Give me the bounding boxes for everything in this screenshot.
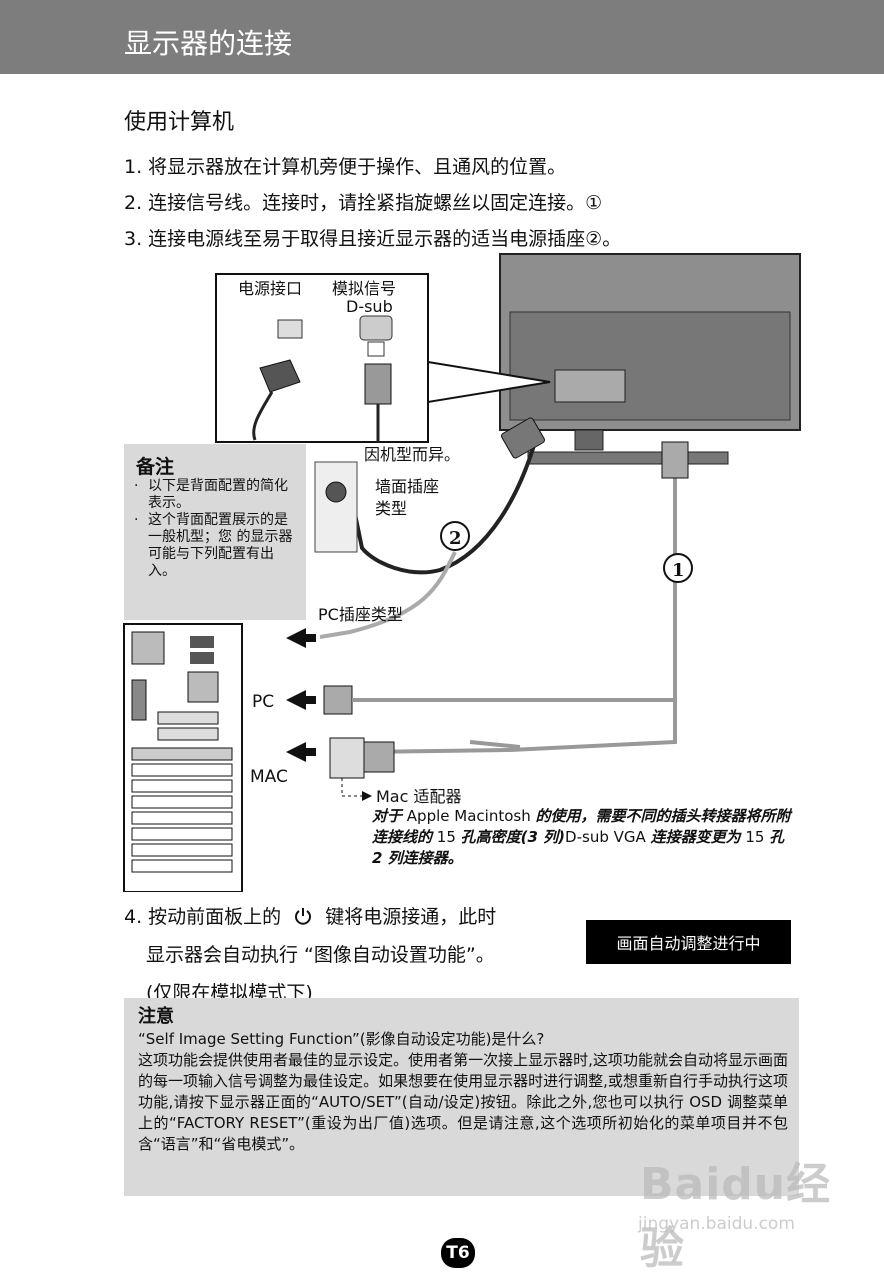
- adapter-note-text: Apple Macintosh: [406, 807, 531, 825]
- watermark-url: jingyan.baidu.com: [638, 1214, 795, 1234]
- wall-outlet: [314, 461, 358, 553]
- notice-box: 注意 “Self Image Setting Function”(影像自动设定功…: [124, 998, 799, 1196]
- wall-outlet-label-1: 墙面插座: [375, 477, 439, 496]
- signal-cable: [359, 452, 677, 754]
- varies-label: 因机型而异。: [364, 445, 460, 464]
- connection-diagram: 电源接口 模拟信号 D-sub 因机型而异。 墙面插座 类型 2 1 PC插座类…: [123, 253, 801, 892]
- step-4-line-1: 4. 按动前面板上的 键将电源接通，此时: [124, 898, 496, 936]
- page-header: 显示器的连接: [0, 0, 884, 74]
- note-item: 以下是背面配置的简化表示。: [134, 478, 300, 512]
- mac-adapter: [329, 737, 365, 779]
- arrow-mac: [286, 742, 316, 762]
- step-3: 3. 连接电源线至易于取得且接近显示器的适当电源插座②。: [124, 228, 622, 250]
- adapter-note-text: 的使用，需要不同的插头转接器将所附连接线的: [372, 807, 791, 846]
- svg-text:1: 1: [672, 560, 685, 581]
- monitor-back-illustration: [499, 253, 801, 465]
- power-icon: [295, 908, 312, 925]
- callout-2: [440, 521, 470, 551]
- adapter-note-text: 孔高密度(3 列): [460, 828, 566, 846]
- step-4-text: 4. 按动前面板上的: [124, 906, 282, 928]
- power-port-label: 电源接口: [238, 279, 302, 298]
- note-title: 备注: [136, 456, 175, 478]
- callout-1: [663, 553, 693, 583]
- note-list: 以下是背面配置的简化表示。 这个背面配置展示的是一般机型；您 的显示器可能与下列…: [134, 478, 300, 580]
- mac-adapter-label: Mac 适配器: [376, 787, 462, 806]
- mac-label: MAC: [250, 767, 288, 787]
- page-number: T6: [441, 1238, 475, 1268]
- svg-text:2: 2: [449, 528, 462, 549]
- pc-label: PC: [252, 692, 274, 712]
- notice-title: 注意: [138, 1006, 174, 1027]
- arrow-pc-outlet: [286, 628, 316, 648]
- section-title: 使用计算机: [124, 110, 235, 135]
- step-1: 1. 将显示器放在计算机旁便于操作、且通风的位置。: [124, 156, 567, 178]
- page-title: 显示器的连接: [124, 27, 293, 60]
- step-2: 2. 连接信号线。连接时，请拴紧指旋螺丝以固定连接。①: [124, 192, 603, 214]
- baidu-watermark: Baidu经验 jingyan.baidu.com: [628, 1148, 838, 1274]
- note-item: 这个背面配置展示的是一般机型；您 的显示器可能与下列配置有出入。: [134, 512, 300, 580]
- notice-question: “Self Image Setting Function”(影像自动设定功能)是…: [138, 1030, 545, 1048]
- adapter-note-text: D-sub VGA: [565, 828, 646, 846]
- mac-adapter-note: 对于 Apple Macintosh 的使用，需要不同的插头转接器将所附连接线的…: [372, 806, 792, 869]
- dsub-label: D-sub: [346, 297, 393, 316]
- wall-outlet-label-2: 类型: [375, 499, 407, 518]
- step-4: 4. 按动前面板上的 键将电源接通，此时 显示器会自动执行 “图像自动设置功能”…: [124, 898, 496, 1012]
- arrow-pc: [286, 690, 316, 710]
- pc-tower-illustration: [123, 623, 243, 892]
- adapter-note-text: 连接器变更为: [650, 828, 741, 846]
- adapter-note-text: 孔 2 列连接器。: [372, 828, 785, 867]
- auto-adjust-status-box: 画面自动调整进行中: [586, 920, 791, 964]
- step-4-text: 键将电源接通，此时: [325, 906, 497, 928]
- pc-power-cable: [319, 551, 457, 639]
- pc-outlet-label: PC插座类型: [318, 605, 403, 624]
- analog-signal-label: 模拟信号: [332, 279, 396, 298]
- adapter-note-text: 对于: [372, 807, 403, 825]
- adapter-note-text: 15: [745, 828, 765, 846]
- note-box: 备注 以下是背面配置的简化表示。 这个背面配置展示的是一般机型；您 的显示器可能…: [124, 444, 306, 620]
- watermark-logo: Baidu经验: [640, 1159, 832, 1274]
- step-4-line-2: 显示器会自动执行 “图像自动设置功能”。: [146, 944, 495, 966]
- adapter-note-text: 15: [436, 828, 456, 846]
- notice-body: 这项功能会提供使用者最佳的显示设定。使用者第一次接上显示器时,这项功能就会自动将…: [138, 1051, 788, 1153]
- rear-panel-inset: [215, 273, 551, 443]
